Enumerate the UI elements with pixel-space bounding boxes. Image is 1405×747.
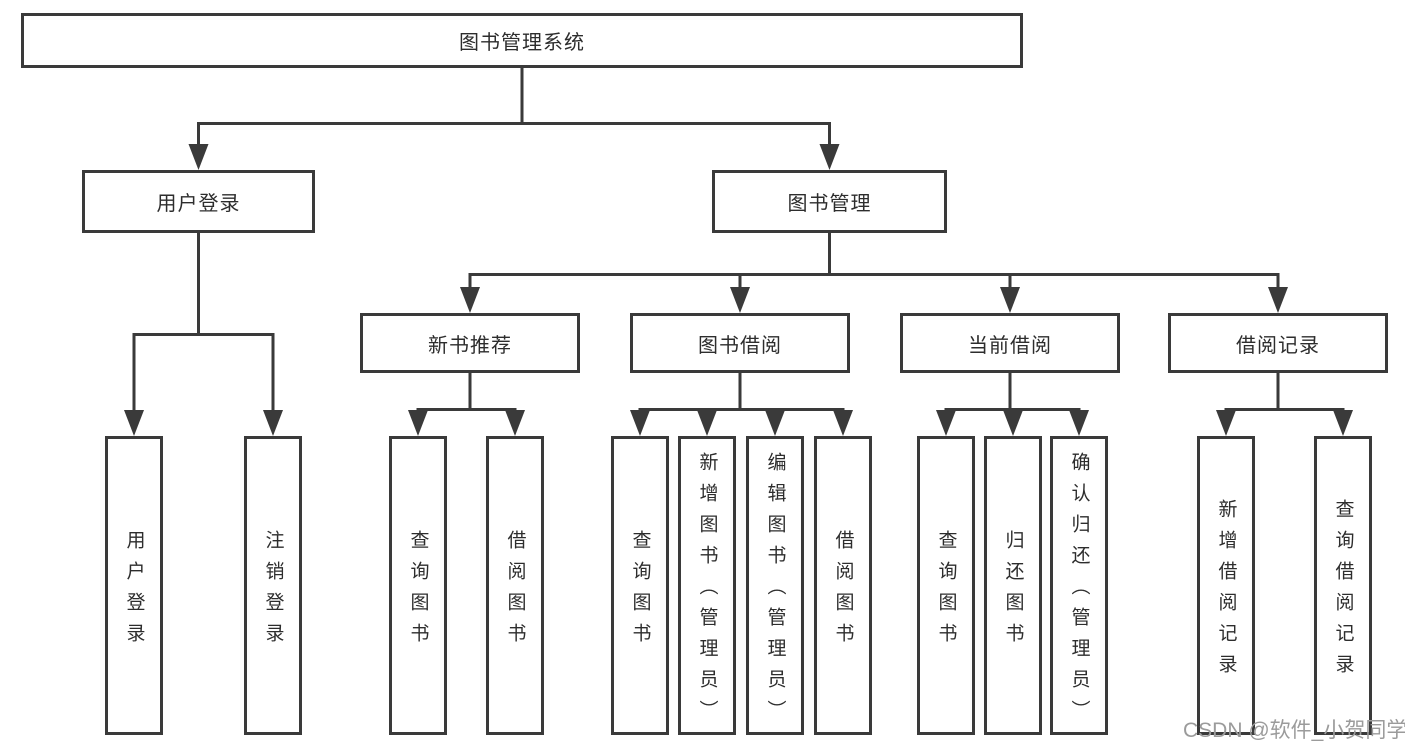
leaf-rec-borrow-book-label: 借阅图书 [504,529,526,654]
leaf-cb-return-book-label: 归还图书 [1002,529,1024,654]
leaf-bb-borrow-book: 借阅图书 [814,436,872,735]
leaf-br-add-record: 新增借阅记录 [1197,436,1255,735]
node-borrow-records-label: 借阅记录 [1236,334,1320,357]
node-book-management: 图书管理 [712,170,947,233]
leaf-cb-query-book-label: 查询图书 [935,529,957,654]
node-new-book-recommend: 新书推荐 [360,313,580,373]
node-current-borrow: 当前借阅 [900,313,1120,373]
node-root: 图书管理系统 [21,13,1023,68]
leaf-bb-add-book-admin: 新增图书（管理员） [678,436,736,735]
leaf-user-login-label: 用户登录 [123,529,145,654]
leaf-br-query-record: 查询借阅记录 [1314,436,1372,735]
leaf-logout: 注销登录 [244,436,302,735]
leaf-user-login: 用户登录 [105,436,163,735]
leaf-bb-add-book-admin-label: 新增图书（管理员） [696,452,718,731]
leaf-br-query-record-label: 查询借阅记录 [1332,498,1354,685]
leaf-bb-edit-book-admin-label: 编辑图书（管理员） [764,452,786,731]
node-borrow-records: 借阅记录 [1168,313,1388,373]
leaf-rec-query-book: 查询图书 [389,436,447,735]
node-user-login: 用户登录 [82,170,315,233]
leaf-cb-confirm-return-admin-label: 确认归还（管理员） [1068,452,1090,731]
leaf-bb-query-book: 查询图书 [611,436,669,735]
leaf-cb-confirm-return-admin: 确认归还（管理员） [1050,436,1108,735]
leaf-bb-query-book-label: 查询图书 [629,529,651,654]
leaf-cb-query-book: 查询图书 [917,436,975,735]
node-root-label: 图书管理系统 [459,32,585,54]
node-book-management-label: 图书管理 [787,193,872,215]
leaf-logout-label: 注销登录 [262,529,284,654]
node-user-login-label: 用户登录 [156,193,241,215]
watermark-text: CSDN @软件_小贺同学 [1183,719,1405,742]
node-current-borrow-label: 当前借阅 [968,334,1052,357]
leaf-bb-edit-book-admin: 编辑图书（管理员） [746,436,804,735]
leaf-rec-query-book-label: 查询图书 [407,529,429,654]
leaf-rec-borrow-book: 借阅图书 [486,436,544,735]
leaf-br-add-record-label: 新增借阅记录 [1215,498,1237,685]
node-book-borrow-label: 图书借阅 [698,334,782,357]
node-new-book-recommend-label: 新书推荐 [428,334,512,357]
node-book-borrow: 图书借阅 [630,313,850,373]
leaf-bb-borrow-book-label: 借阅图书 [832,529,854,654]
leaf-cb-return-book: 归还图书 [984,436,1042,735]
